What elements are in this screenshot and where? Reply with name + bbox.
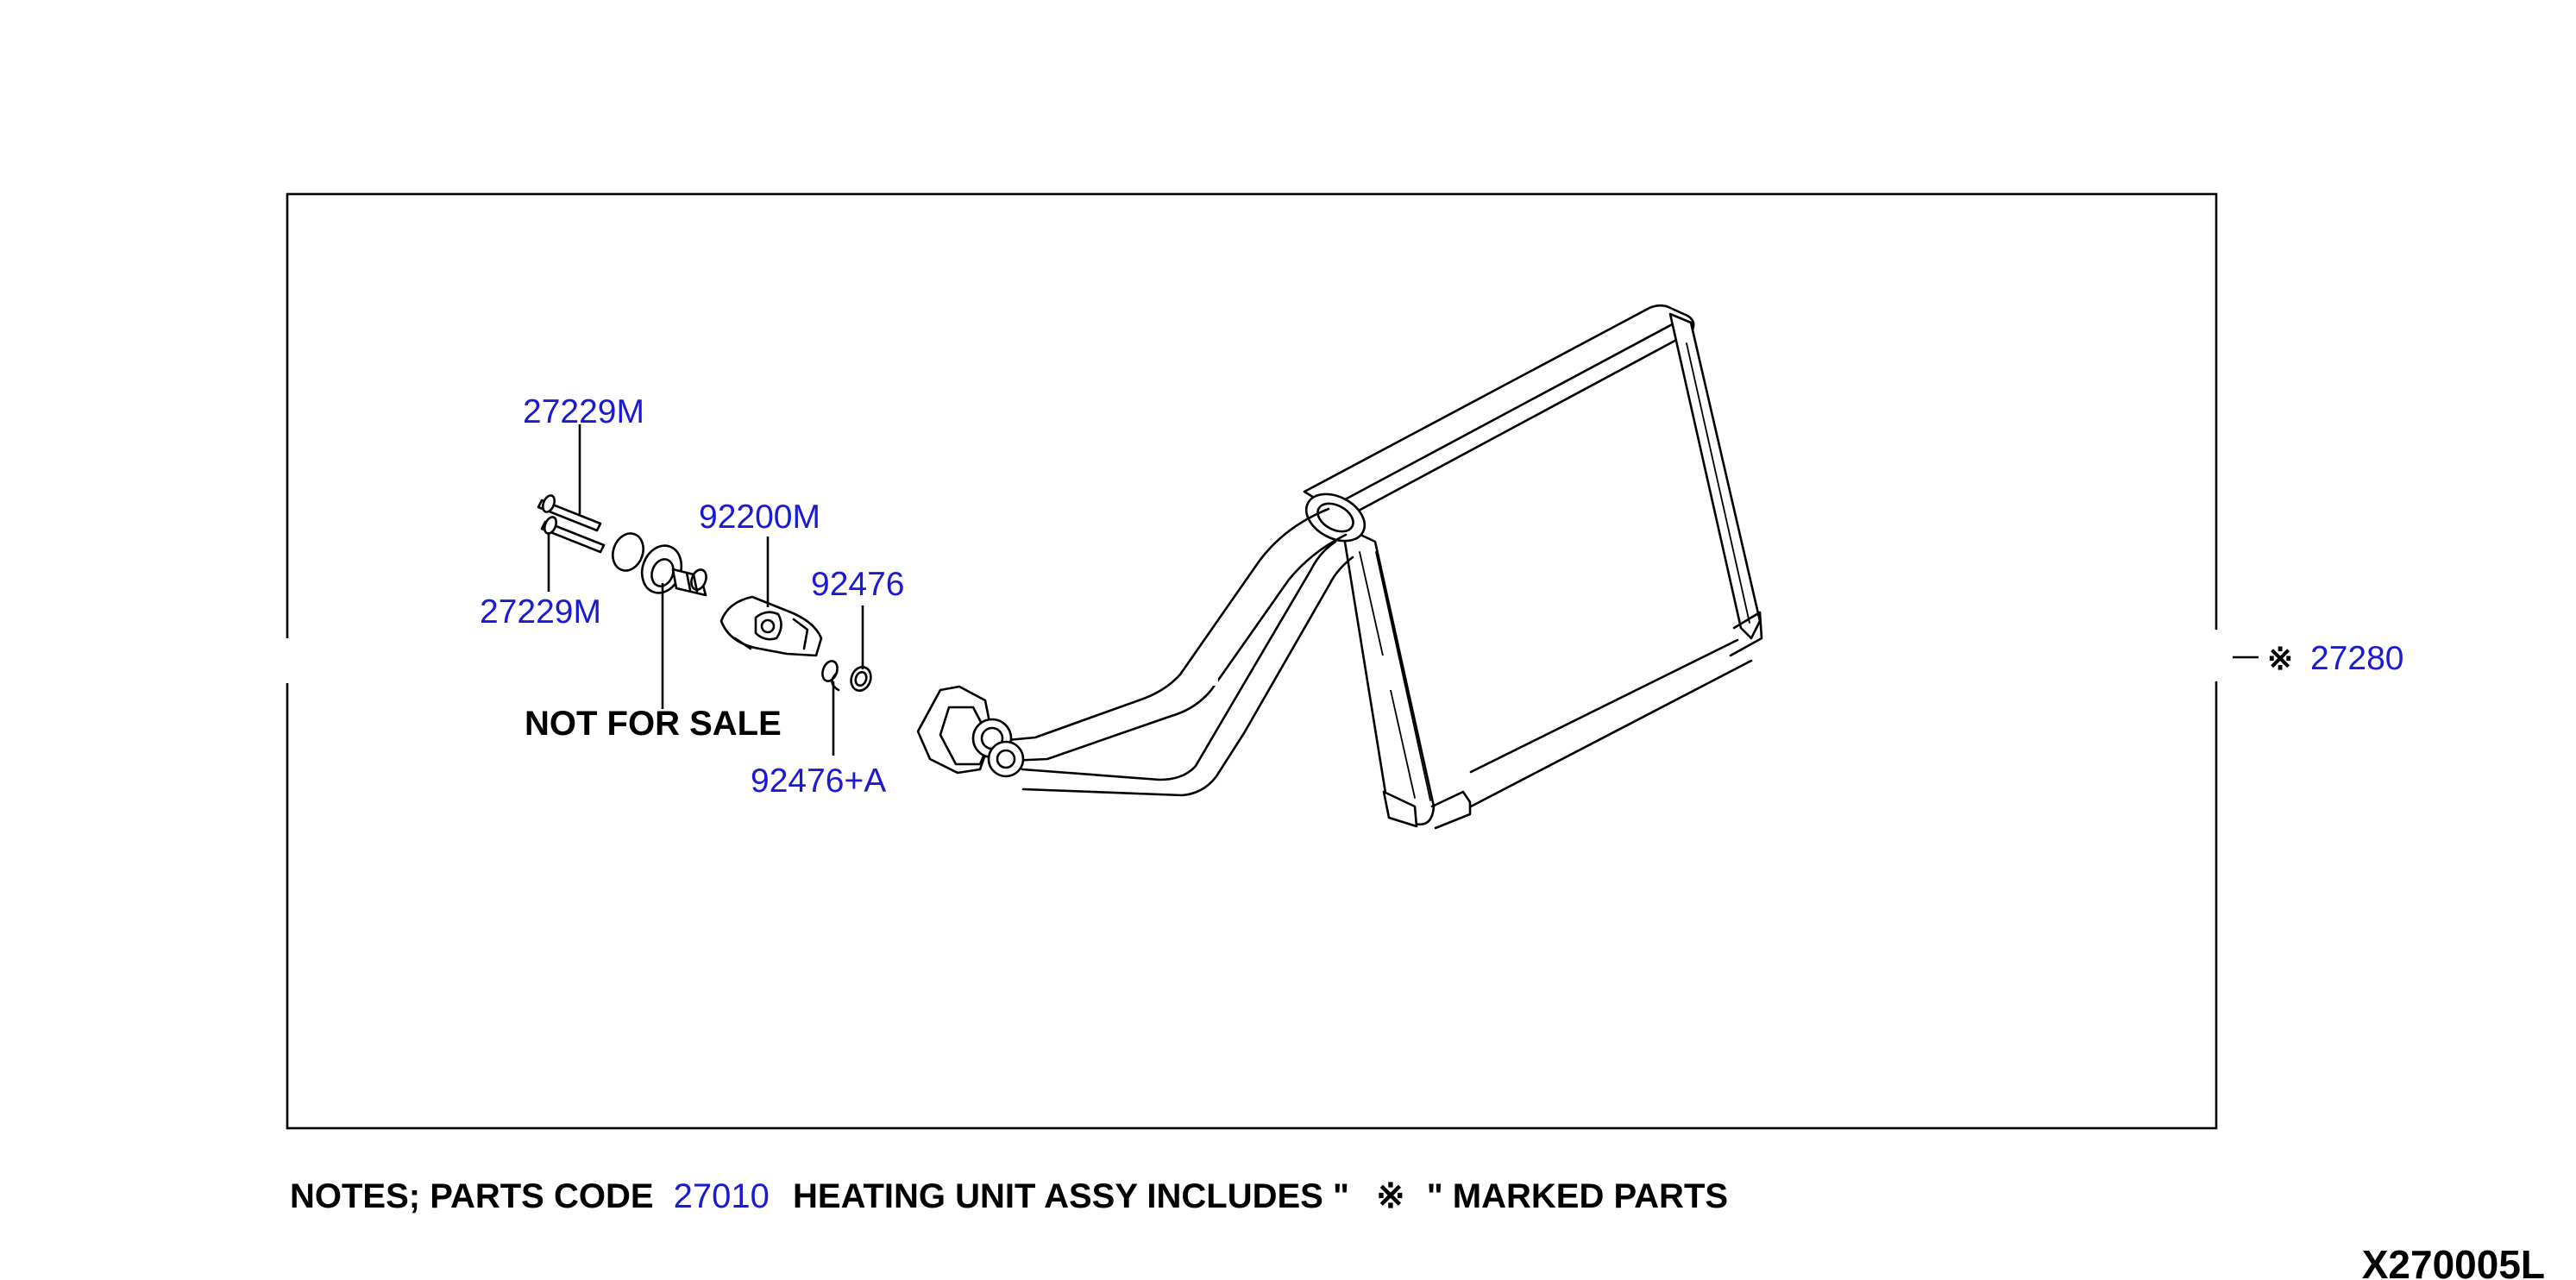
bolt-upper[interactable] <box>537 493 602 532</box>
o-ring-small[interactable] <box>820 659 839 683</box>
frame-gap-left <box>281 638 295 683</box>
asterisk-mark-27280: ※ <box>2267 641 2293 676</box>
bolt-lower[interactable] <box>540 515 606 554</box>
gasket[interactable] <box>608 530 649 575</box>
heater-core[interactable] <box>1298 304 1763 830</box>
notes-prefix: NOTES; PARTS CODE <box>290 1177 654 1215</box>
pipe-flange[interactable] <box>916 685 1025 778</box>
part-label-92476[interactable]: 92476 <box>811 566 904 603</box>
part-label-92476a[interactable]: 92476+A <box>751 762 886 800</box>
notes-parts-code[interactable]: 27010 <box>674 1177 770 1215</box>
o-ring-a[interactable] <box>831 671 840 692</box>
diagram-frame <box>286 192 2218 1130</box>
notes-mark: ※ <box>1376 1177 1405 1215</box>
part-label-27280[interactable]: 27280 <box>2310 640 2403 677</box>
o-ring[interactable] <box>848 664 874 693</box>
notes-line: NOTES; PARTS CODE 27010 HEATING UNIT ASS… <box>290 1177 1728 1215</box>
part-label-27229m-lower[interactable]: 27229M <box>480 593 601 631</box>
heater-pipes[interactable] <box>1006 507 1398 797</box>
valve-fitting[interactable] <box>636 540 709 599</box>
expansion-valve[interactable] <box>719 595 823 657</box>
notes-middle: HEATING UNIT ASSY INCLUDES " <box>793 1177 1349 1215</box>
part-label-27229m-upper[interactable]: 27229M <box>523 393 644 430</box>
notes-suffix: " MARKED PARTS <box>1427 1177 1728 1215</box>
frame-gap-right <box>2209 630 2223 681</box>
part-label-92200m[interactable]: 92200M <box>699 499 820 536</box>
drawing-code: X270005L <box>2362 1242 2545 1280</box>
not-for-sale-label: NOT FOR SALE <box>525 705 782 743</box>
